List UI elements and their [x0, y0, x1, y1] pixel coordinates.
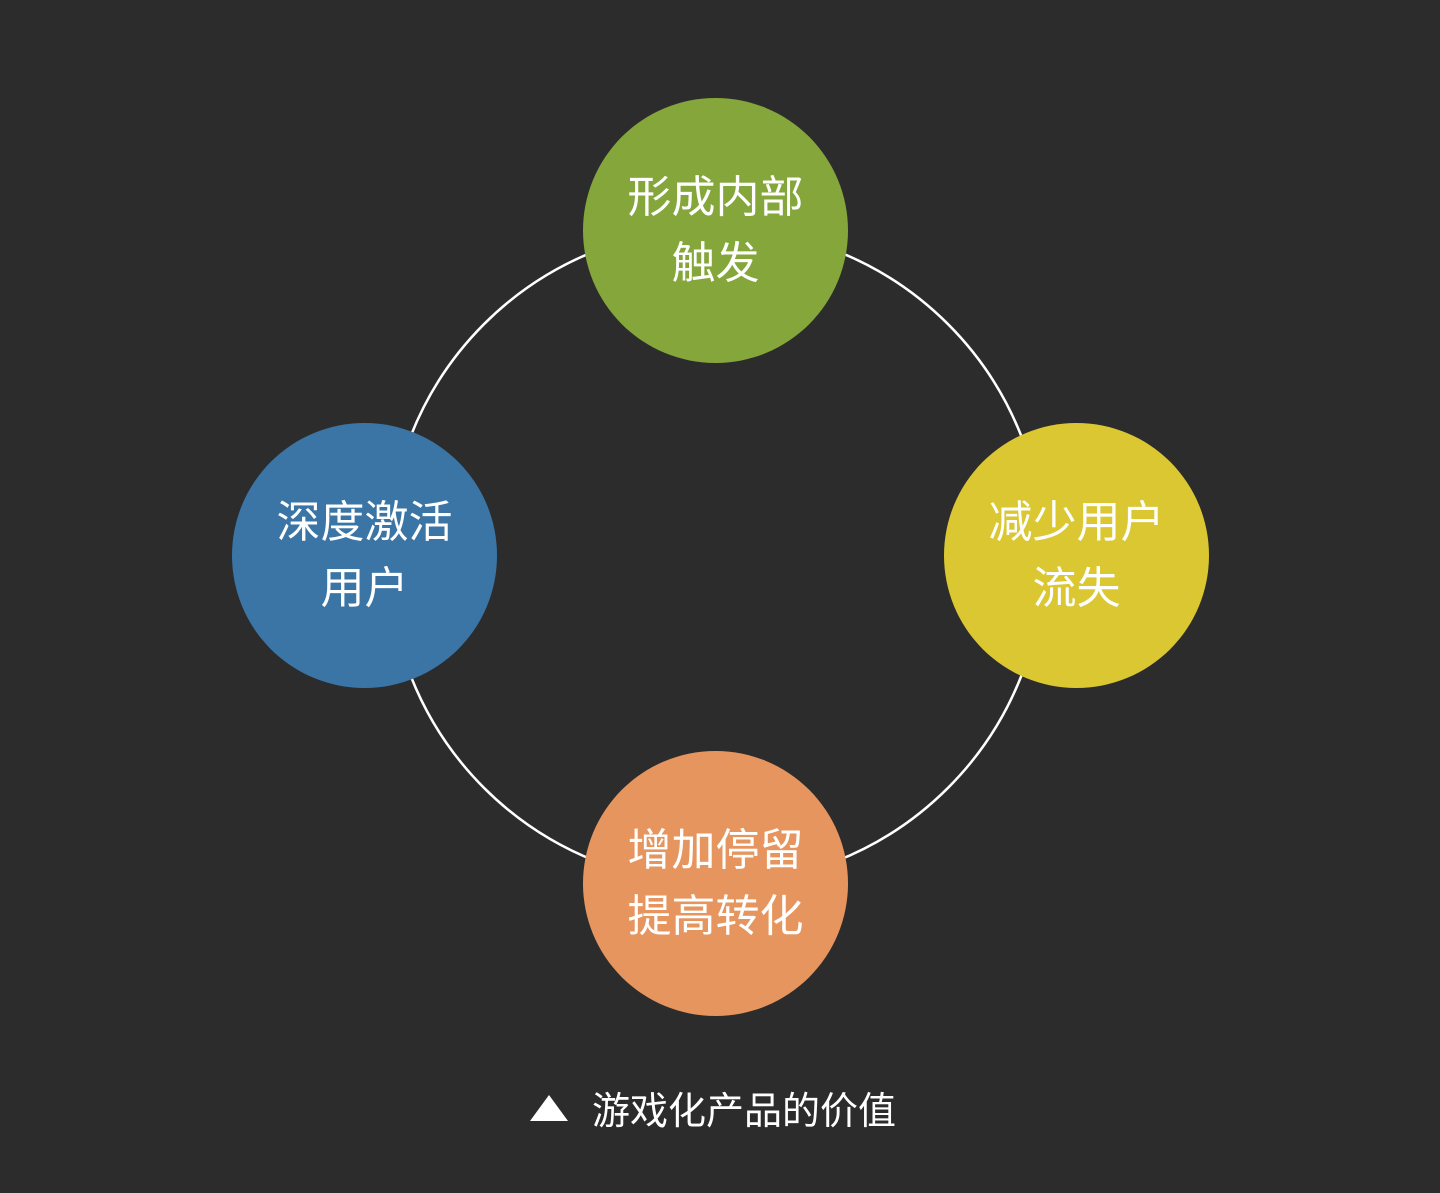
node-line: 用户 [320, 562, 409, 614]
node-line: 增加停留 [627, 824, 804, 876]
node-line: 深度激活 [276, 496, 453, 548]
node-reduce-churn: 减少用户 流失 [944, 423, 1209, 688]
node-line: 提高转化 [627, 890, 804, 942]
triangle-up-icon [530, 1094, 568, 1121]
node-deep-activation: 深度激活 用户 [232, 423, 497, 688]
node-line: 流失 [1032, 562, 1121, 614]
node-retention-conversion: 增加停留 提高转化 [583, 751, 848, 1016]
node-line: 形成内部 [627, 171, 804, 223]
caption: 游戏化产品的价值 [530, 1080, 896, 1135]
caption-text: 游戏化产品的价值 [592, 1089, 897, 1133]
node-line: 减少用户 [988, 496, 1165, 548]
node-line: 触发 [671, 237, 760, 289]
node-internal-trigger: 形成内部 触发 [583, 98, 848, 363]
